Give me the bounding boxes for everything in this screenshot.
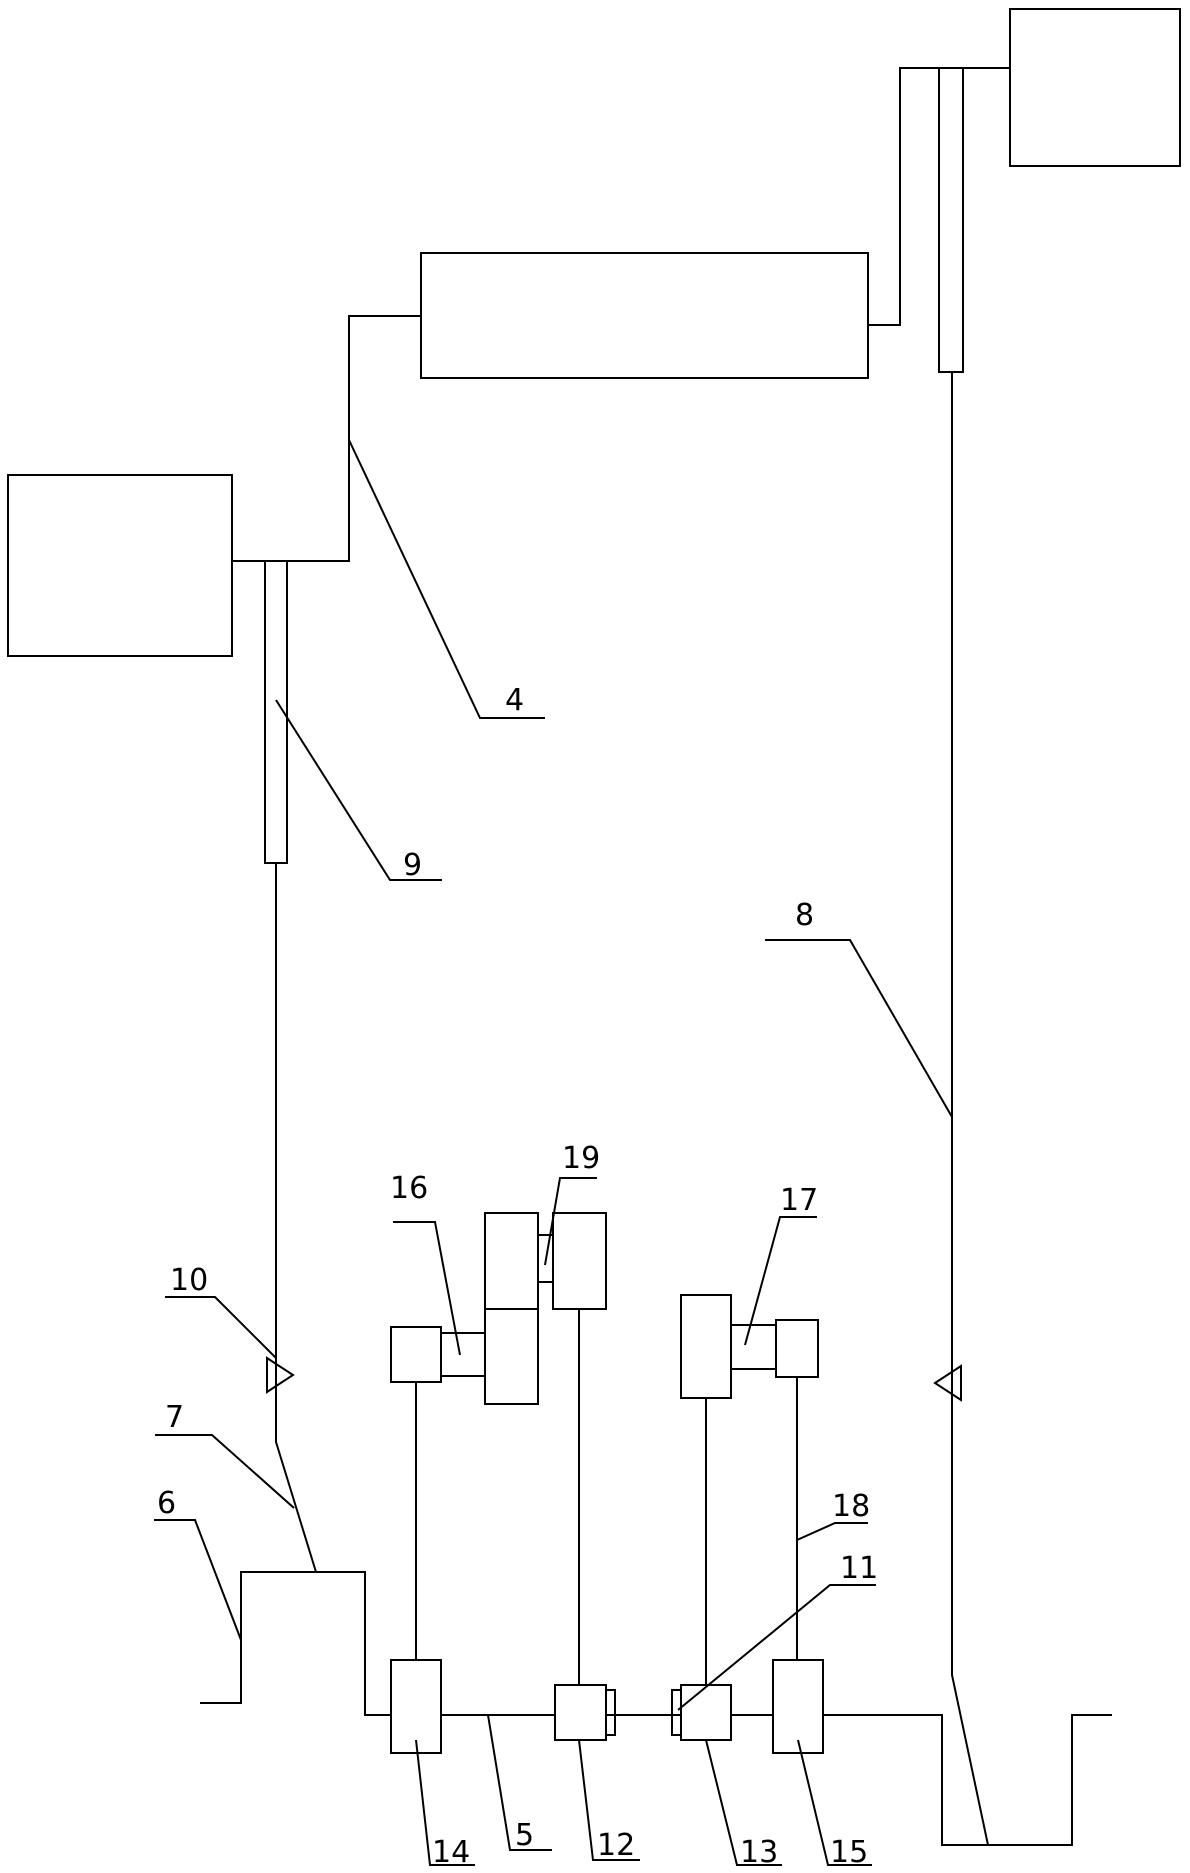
pipe-upper-left [232, 315, 421, 562]
line-right-down [951, 372, 989, 1846]
vessel-left [200, 1571, 1112, 1846]
unit-19-left-upper [484, 1212, 539, 1310]
leader-11 [677, 1584, 876, 1711]
box-left [7, 474, 233, 657]
unit-17-shaft [730, 1324, 777, 1370]
leader-10 [165, 1296, 277, 1359]
unit-16-small [390, 1326, 442, 1383]
unit-13 [680, 1684, 732, 1741]
leader-18 [796, 1522, 868, 1541]
tube-right [938, 67, 964, 373]
leader-15 [797, 1739, 872, 1866]
leader-5 [487, 1714, 552, 1851]
unit-13-cap [671, 1689, 682, 1736]
label-8: 8 [795, 898, 814, 933]
label-13: 13 [740, 1835, 778, 1868]
leader-19 [544, 1177, 597, 1266]
unit-14 [390, 1659, 442, 1754]
unit-15 [772, 1659, 824, 1754]
valve-right-icon [933, 1364, 962, 1402]
leader-14 [415, 1739, 475, 1866]
label-16: 16 [390, 1171, 428, 1206]
label-17: 17 [780, 1183, 818, 1218]
leader-8 [765, 939, 953, 1118]
label-14: 14 [432, 1835, 470, 1868]
label-6: 6 [157, 1486, 176, 1521]
unit-17-right [775, 1319, 819, 1378]
unit-17-left [680, 1294, 732, 1399]
box-long-horizontal [420, 252, 869, 379]
label-7: 7 [165, 1400, 184, 1435]
valve-10-icon [266, 1356, 295, 1394]
unit-12-cap [605, 1689, 616, 1736]
label-9: 9 [403, 848, 422, 883]
label-10: 10 [170, 1263, 208, 1298]
unit-19-left-lower [484, 1308, 539, 1405]
leader-7 [155, 1434, 295, 1509]
leader-13 [705, 1739, 782, 1866]
leader-9 [275, 699, 442, 881]
leader-4 [348, 439, 545, 719]
leader-6 [154, 1519, 242, 1641]
box-top-right [1009, 8, 1181, 167]
label-5: 5 [515, 1818, 534, 1853]
label-4: 4 [505, 683, 524, 718]
unit-16-shaft [440, 1332, 486, 1377]
label-18: 18 [832, 1489, 870, 1524]
line-left-down [275, 863, 317, 1573]
leader-12 [578, 1739, 640, 1861]
label-11: 11 [840, 1551, 878, 1586]
label-15: 15 [830, 1835, 868, 1868]
label-19: 19 [562, 1141, 600, 1176]
unit-12 [554, 1684, 607, 1741]
label-12: 12 [597, 1828, 635, 1863]
leader-16 [393, 1221, 461, 1356]
unit-19-right [552, 1212, 607, 1310]
leader-17 [744, 1216, 817, 1346]
